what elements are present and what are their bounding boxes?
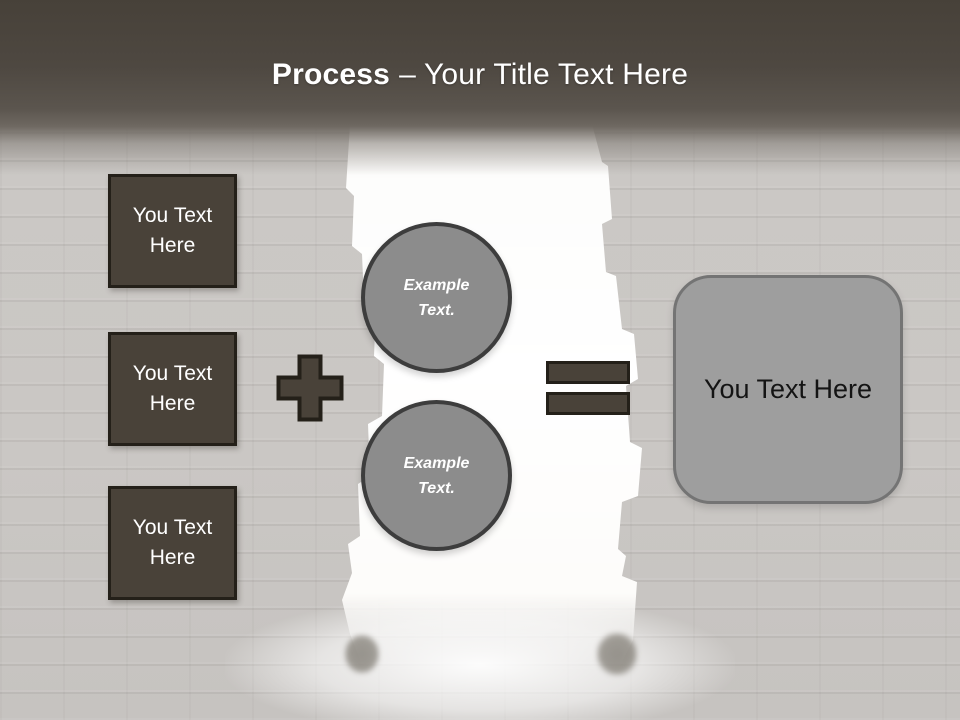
header-band [0, 0, 960, 175]
plus-icon-shape [276, 354, 344, 422]
grass-tuft-left [344, 634, 380, 674]
result-placeholder-box[interactable]: You Text Here [673, 275, 903, 504]
equals-icon [546, 361, 630, 415]
example-circle-label: Example Text. [403, 454, 470, 497]
text-placeholder-box-1[interactable]: You Text Here [108, 174, 237, 288]
example-circle-1[interactable]: Example Text. [361, 222, 512, 373]
equals-bar-top [546, 361, 630, 384]
slide-title-keyword: Process [271, 58, 391, 91]
result-placeholder-label: You Text Here [703, 374, 873, 404]
text-placeholder-label: You Text Here [132, 516, 213, 569]
slide-title-subtitle: – Your Title Text Here [399, 58, 689, 91]
text-placeholder-box-3[interactable]: You Text Here [108, 486, 237, 600]
text-placeholder-box-2[interactable]: You Text Here [108, 332, 237, 446]
plus-icon [276, 354, 344, 422]
grass-tuft-right [596, 632, 638, 676]
doorway-floor-glow [225, 595, 735, 720]
equals-bar-bottom [546, 392, 630, 415]
text-placeholder-label: You Text Here [132, 204, 213, 257]
example-circle-label: Example Text. [403, 276, 470, 319]
text-placeholder-label: You Text Here [132, 362, 213, 415]
slide-title[interactable]: Process– Your Title Text Here [0, 56, 960, 94]
example-circle-2[interactable]: Example Text. [361, 400, 512, 551]
